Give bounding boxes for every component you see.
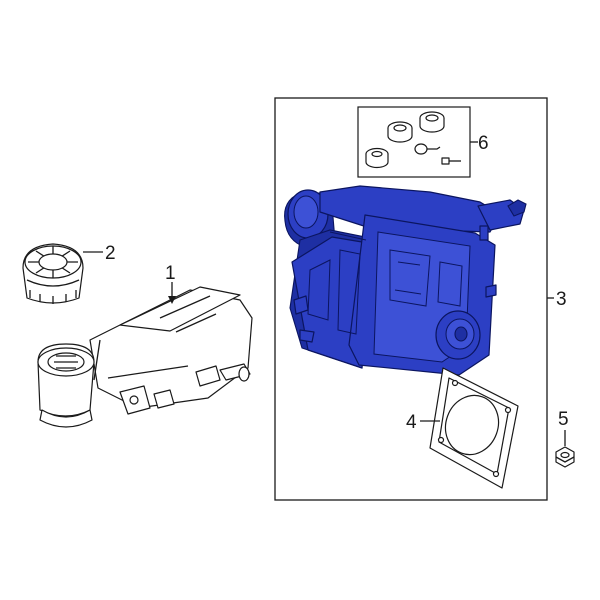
seal-kit-group[interactable] — [357, 106, 471, 178]
callout-6[interactable]: 6 — [478, 133, 489, 154]
hex-nut-icon[interactable] — [555, 446, 575, 468]
reservoir-cap-icon[interactable] — [22, 243, 84, 304]
seal-icon — [387, 121, 413, 143]
callout-2[interactable]: 2 — [105, 243, 116, 264]
master-cylinder-reservoir-icon[interactable] — [37, 286, 253, 428]
callout-4[interactable]: 4 — [406, 412, 417, 433]
callout-5[interactable]: 5 — [558, 409, 569, 430]
callout-3[interactable]: 3 — [556, 289, 567, 310]
seal-icon — [365, 147, 389, 169]
booster-gasket-icon[interactable] — [429, 367, 519, 489]
bleeder-screw-icon — [441, 157, 461, 165]
brake-booster-icon[interactable] — [284, 185, 527, 376]
callout-1[interactable]: 1 — [165, 263, 176, 284]
assembly-frame — [274, 97, 548, 501]
seal-icon — [419, 111, 445, 133]
plug-icon — [414, 143, 441, 155]
